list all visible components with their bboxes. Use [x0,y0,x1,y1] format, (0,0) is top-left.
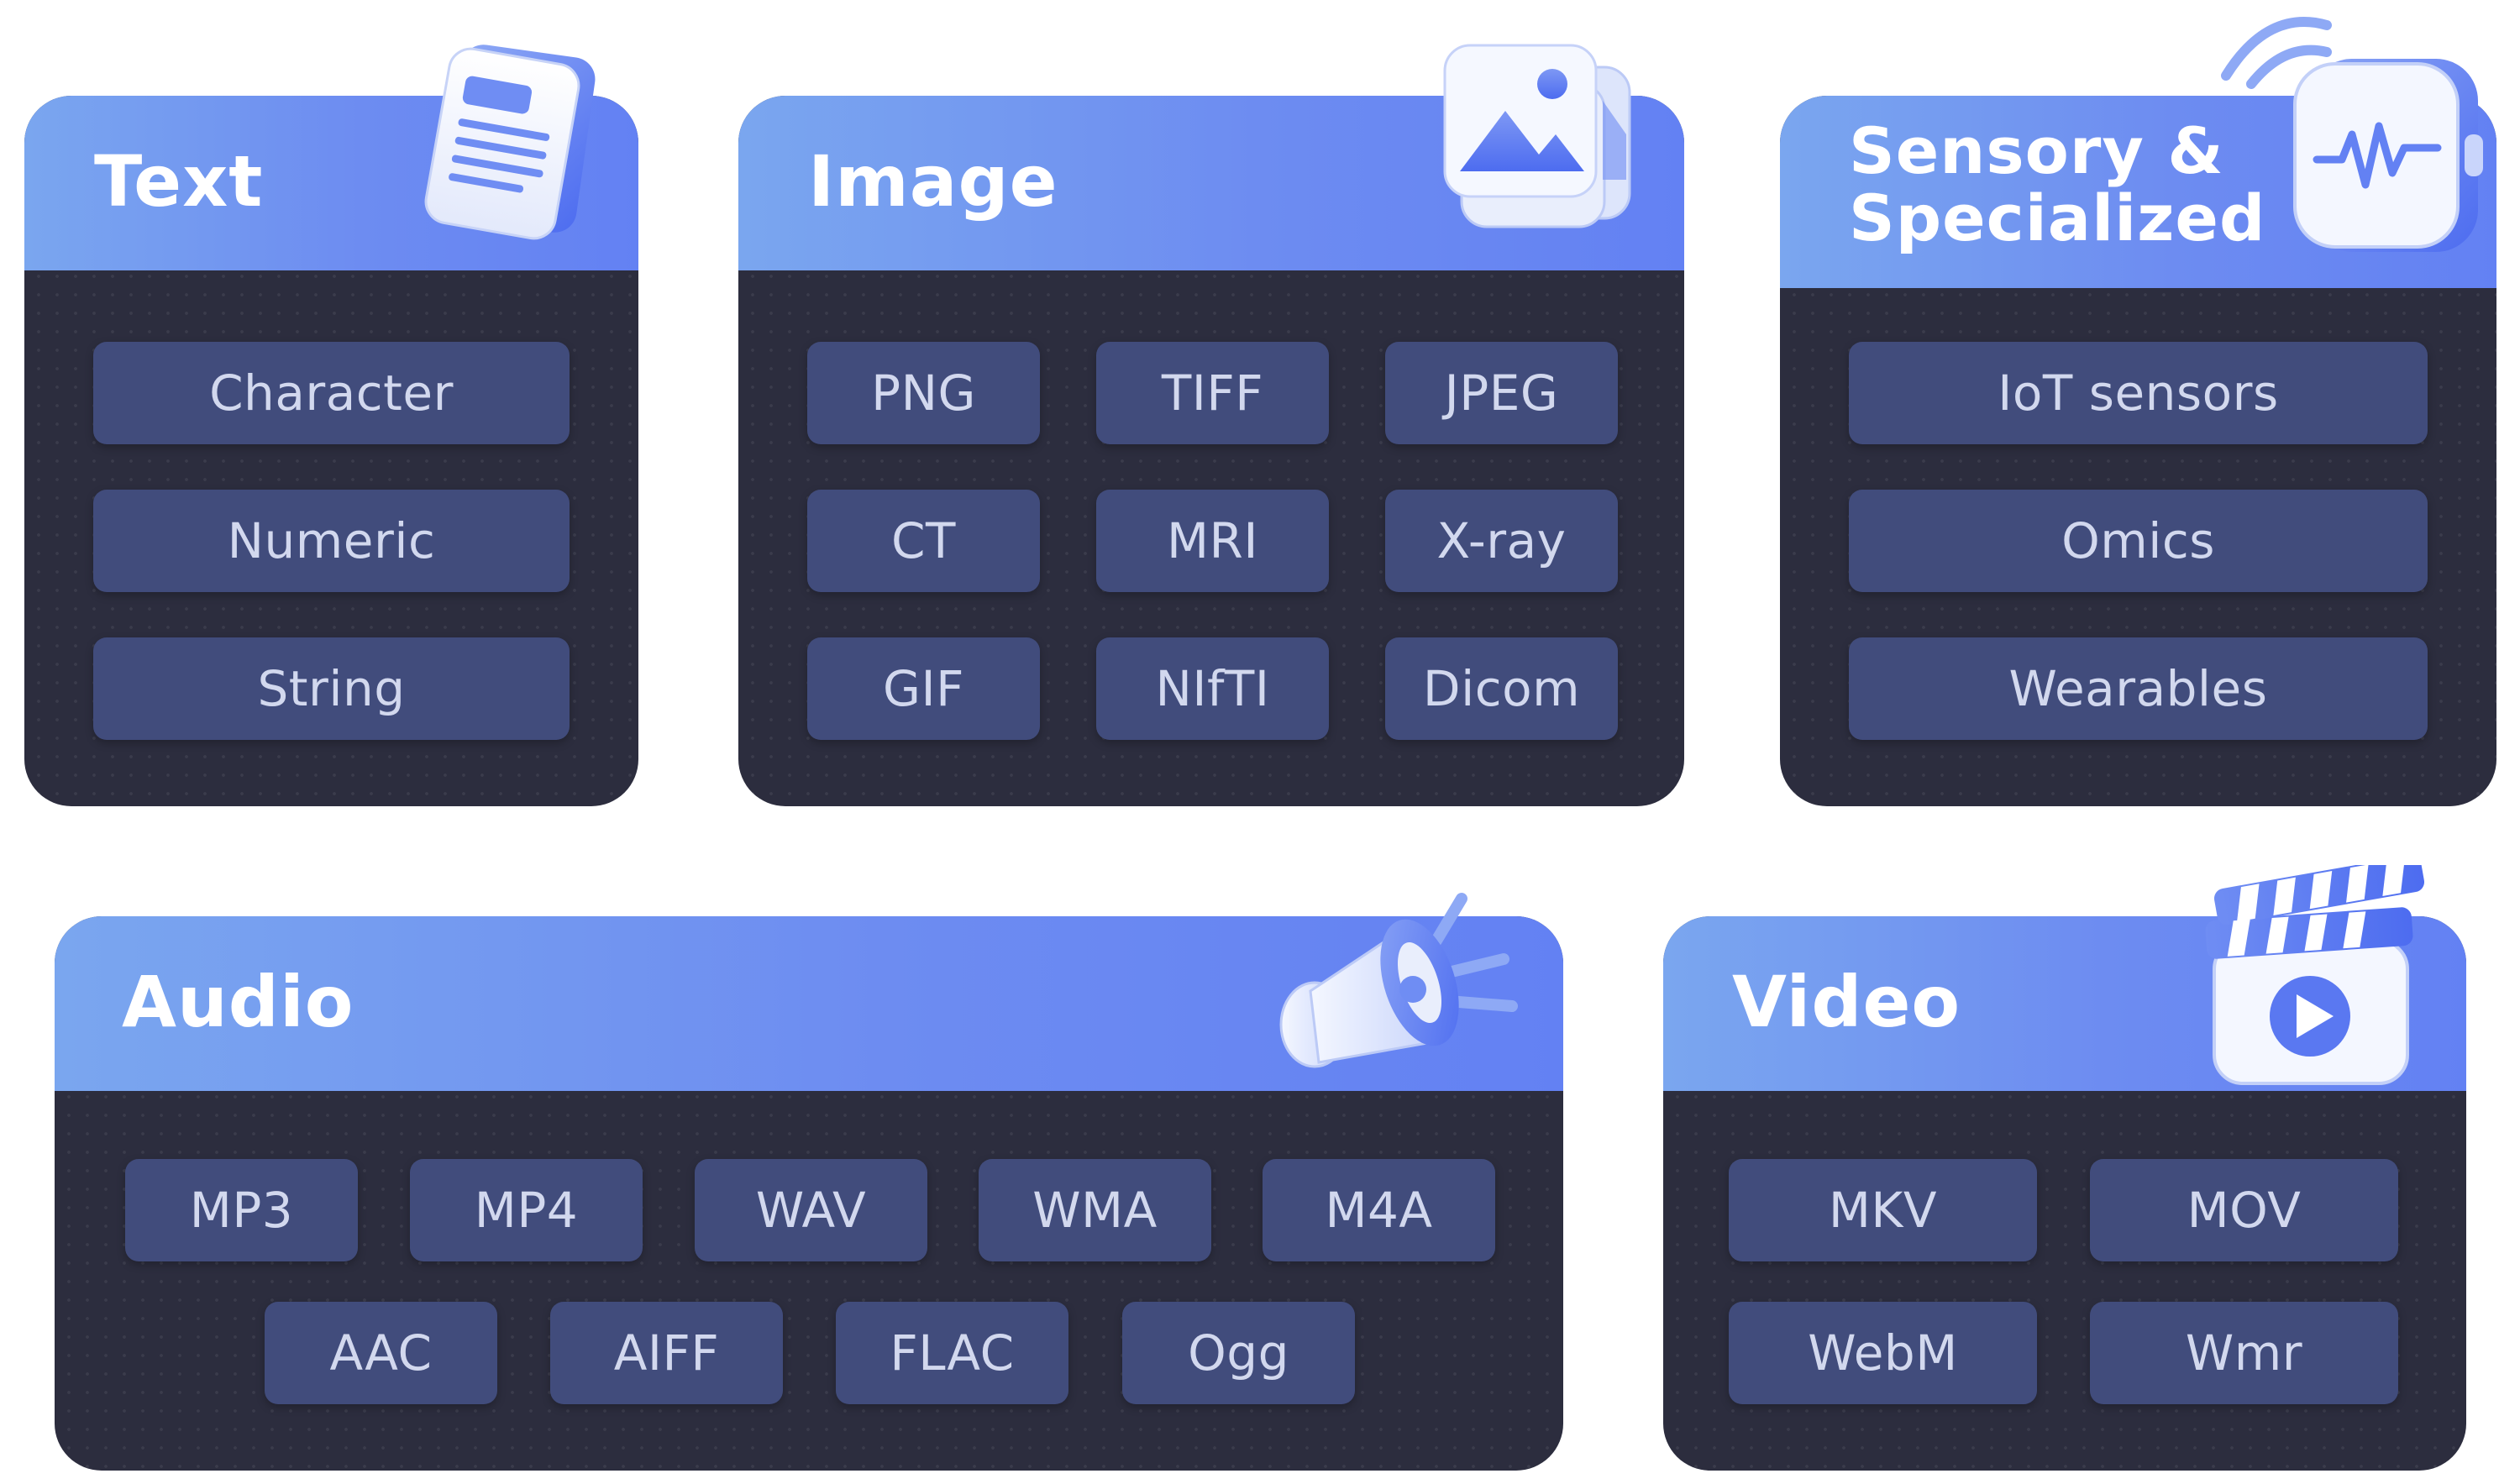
sensory-title-line-1: Sensory & [1849,113,2224,188]
chip-numeric: Numeric [93,490,570,592]
text-card-title: Text [94,140,264,223]
image-card-title: Image [808,140,1058,223]
chip-wav: WAV [695,1159,927,1261]
chip-ogg: Ogg [1122,1302,1355,1404]
image-gallery-icon [1443,44,1631,228]
chip-mov: MOV [2090,1159,2398,1261]
chip-character: Character [93,342,570,444]
chip-string: String [93,637,570,740]
chip-jpeg: JPEG [1385,342,1618,444]
chip-gif: GIF [807,637,1040,740]
chip-aiff: AIFF [550,1302,783,1404]
chip-mp4: MP4 [410,1159,643,1261]
chip-omics: Omics [1849,490,2428,592]
smartwatch-wave-icon [2221,17,2483,252]
chip-xray: X-ray [1385,490,1618,592]
audio-card-title: Audio [122,961,354,1043]
video-card: Video MKV MOV WebM Wmr [1663,916,2466,1471]
chip-png: PNG [807,342,1040,444]
chip-m4a: M4A [1263,1159,1495,1261]
clapperboard-play-icon [2205,865,2425,1085]
chip-ct: CT [807,490,1040,592]
chip-webm: WebM [1729,1302,2037,1404]
chip-nifti: NIfTI [1096,637,1329,740]
sensory-title-line-2: Specialized [1849,180,2266,255]
document-icon [424,45,596,240]
chip-mkv: MKV [1729,1159,2037,1261]
sensory-card-title: Sensory & Specialized [1849,118,2265,252]
chip-dicom: Dicom [1385,637,1618,740]
megaphone-icon [1279,893,1518,1068]
video-card-title: Video [1732,961,1961,1043]
chip-tiff: TIFF [1096,342,1329,444]
chip-wmr: Wmr [2090,1302,2398,1404]
chip-mri: MRI [1096,490,1329,592]
chip-wma: WMA [979,1159,1211,1261]
chip-mp3: MP3 [125,1159,358,1261]
chip-flac: FLAC [836,1302,1068,1404]
chip-iot-sensors: IoT sensors [1849,342,2428,444]
chip-wearables: Wearables [1849,637,2428,740]
chip-aac: AAC [265,1302,497,1404]
